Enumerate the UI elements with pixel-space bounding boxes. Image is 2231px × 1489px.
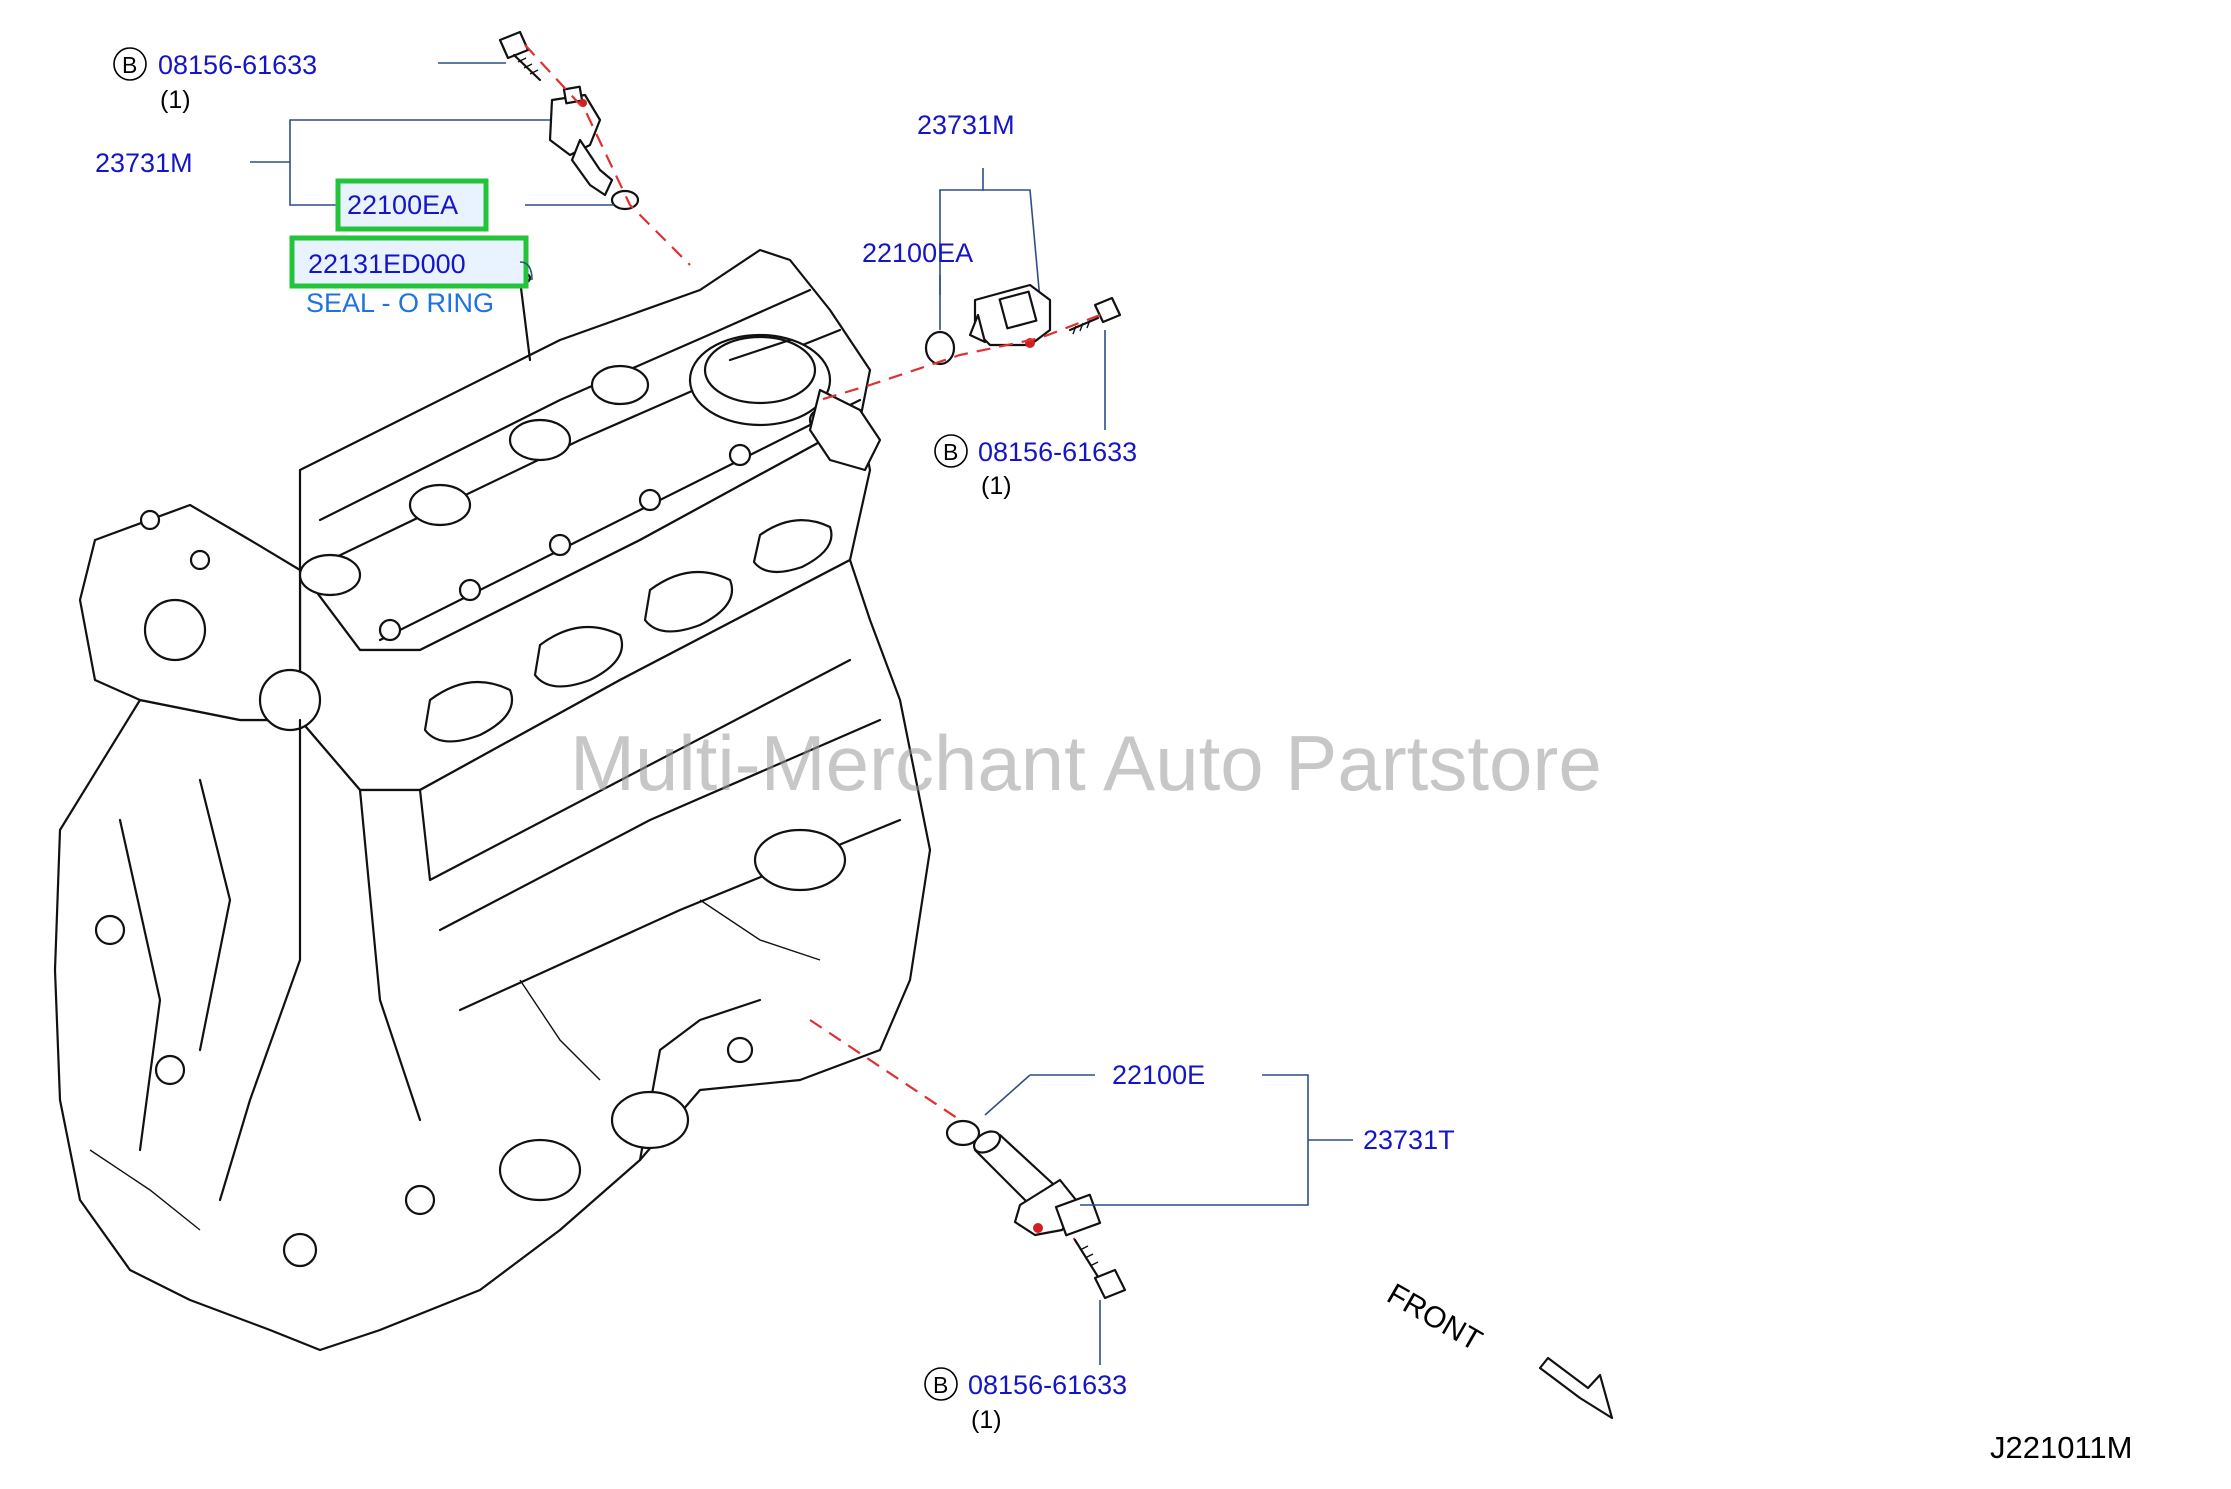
oring-right-icon <box>924 330 956 366</box>
part-number-oring-top[interactable]: 22100EA <box>347 190 458 220</box>
callout-oring-top[interactable]: 22100EA <box>335 178 489 232</box>
intake-ports <box>423 519 833 743</box>
watermark: Multi-Merchant Auto Partstore <box>570 719 1602 807</box>
sensor-right-group: 23731M 22100EA <box>819 110 1122 430</box>
callout-seal-highlight[interactable]: 22131ED000 SEAL - O RING <box>289 235 533 318</box>
part-number-sensor-right[interactable]: 23731M <box>917 110 1015 140</box>
bolt-bottom-icon <box>1073 1238 1127 1300</box>
bolt-circle-letter: B <box>943 439 958 465</box>
front-indicator: FRONT <box>1382 1277 1614 1420</box>
front-label: FRONT <box>1382 1277 1488 1357</box>
highlight-box-seal <box>289 235 529 289</box>
quantity-bolt-top: (1) <box>160 86 191 114</box>
drawing-code: J221011M <box>1990 1430 2132 1465</box>
part-number-sensor-top[interactable]: 23731M <box>95 148 193 178</box>
block-details <box>89 658 902 1268</box>
timing-cover-plug <box>143 598 207 662</box>
oring-top-icon <box>610 189 640 211</box>
oil-filler-cap <box>688 333 832 427</box>
callout-bolt-top[interactable]: B 08156-61633 (1) <box>113 47 317 114</box>
callout-bolt-bottom[interactable]: B 08156-61633 (1) <box>924 1367 1127 1434</box>
seal-description: SEAL - O RING <box>306 288 494 318</box>
part-number-bolt-top[interactable]: 08156-61633 <box>158 50 317 80</box>
quantity-bolt-right: (1) <box>981 472 1012 500</box>
part-number-bolt-bottom[interactable]: 08156-61633 <box>968 1370 1127 1400</box>
cam-sensor-top-icon <box>548 85 614 197</box>
crank-sensor-bottom-icon <box>972 1130 1102 1237</box>
spark-plug-wells <box>298 364 650 597</box>
bolt-top-icon <box>498 30 542 82</box>
part-number-bolt-right[interactable]: 08156-61633 <box>978 437 1137 467</box>
part-number-seal[interactable]: 22131ED000 <box>308 249 466 279</box>
bolt-circle-icon <box>934 434 968 468</box>
cam-sensor-boss <box>808 388 882 472</box>
bolt-circle-icon <box>113 47 147 81</box>
bolt-right-icon <box>1068 296 1122 335</box>
dipstick-tube <box>518 278 532 362</box>
bolt-circle-icon <box>924 1367 958 1401</box>
oring-bottom-icon <box>945 1119 981 1147</box>
callout-bolt-right[interactable]: B 08156-61633 (1) <box>934 434 1137 500</box>
engine-block <box>53 558 932 1352</box>
part-number-sensor-bottom[interactable]: 23731T <box>1363 1125 1455 1155</box>
engine-block-illustration <box>53 248 932 1352</box>
bolt-circle-letter: B <box>933 1372 948 1398</box>
part-number-oring-right[interactable]: 22100EA <box>862 238 973 268</box>
cam-sensor-right-icon <box>968 283 1052 348</box>
assembly-line-top <box>524 44 691 266</box>
sensor-top-group <box>250 30 691 266</box>
timing-cover-plug-2 <box>258 668 322 732</box>
front-arrow-icon <box>1538 1356 1614 1420</box>
part-number-oring-bottom[interactable]: 22100E <box>1112 1060 1205 1090</box>
sensor-bottom-group: 22100E 23731T <box>809 1019 1455 1365</box>
quantity-bolt-bottom: (1) <box>971 1406 1002 1434</box>
assembly-line-right <box>819 313 1101 402</box>
bolt-circle-letter: B <box>122 52 137 78</box>
highlight-box-oring <box>335 178 489 232</box>
